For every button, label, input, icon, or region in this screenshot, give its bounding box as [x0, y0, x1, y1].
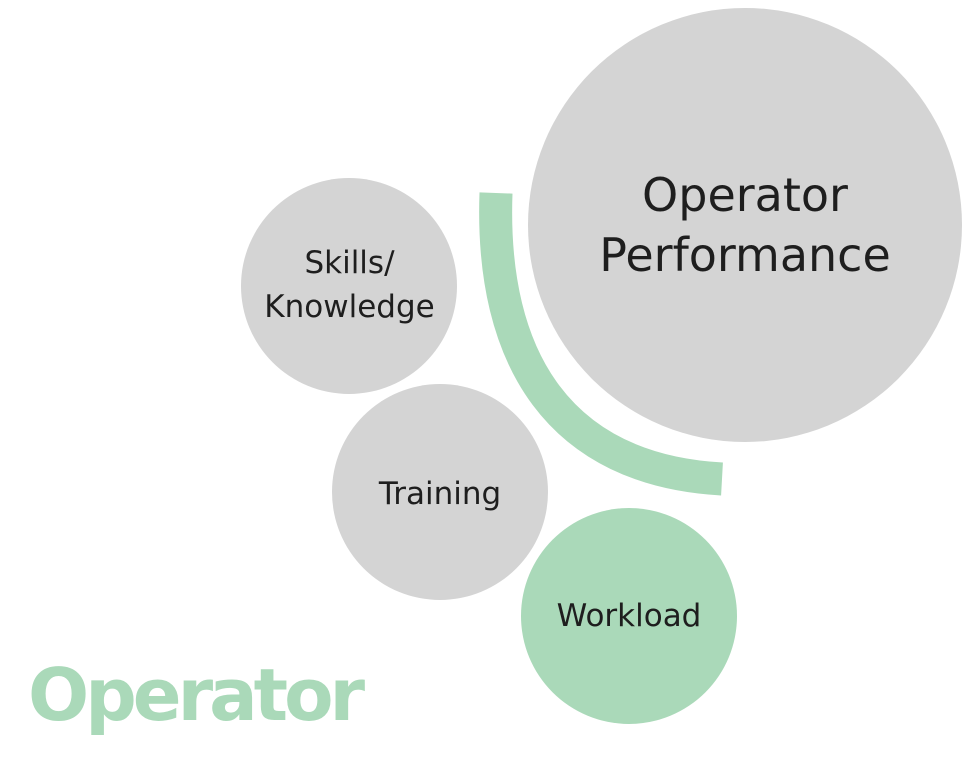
training-circle — [332, 384, 548, 600]
operator-performance-circle — [528, 8, 962, 442]
workload-circle — [521, 508, 737, 724]
operator-heading: Operator — [28, 653, 365, 737]
skills-knowledge-circle — [241, 178, 457, 394]
connector-arc — [479, 192, 723, 496]
